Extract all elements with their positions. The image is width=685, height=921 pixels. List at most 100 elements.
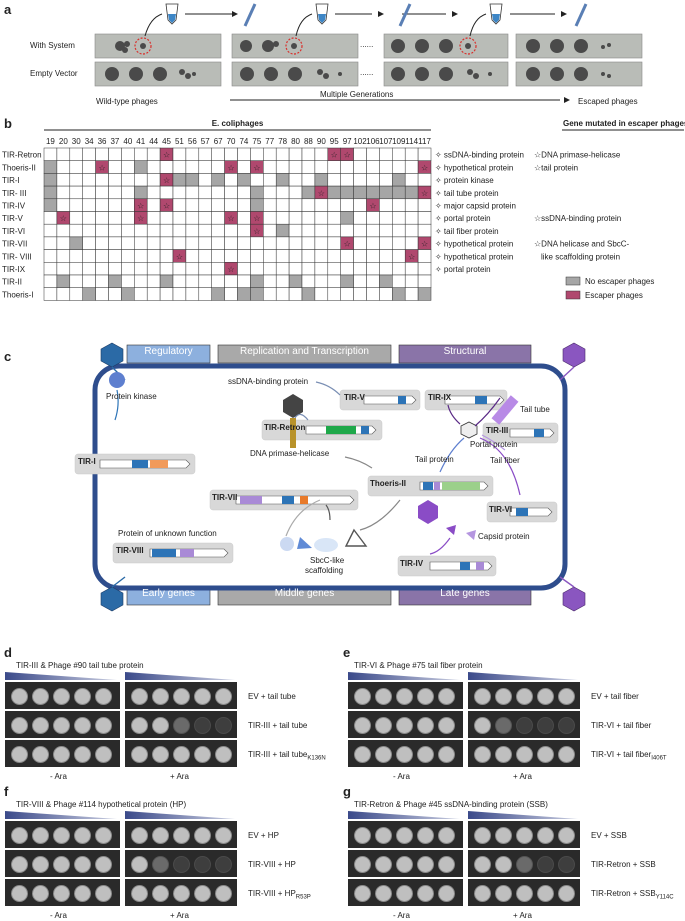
phage-number: 77: [265, 137, 274, 146]
plaque-spot: [516, 688, 533, 705]
plaque-spot: [495, 885, 512, 902]
row-label: TIR-VIII + HP: [248, 860, 296, 869]
grid-cell: [211, 185, 225, 200]
phage-number: 30: [72, 137, 81, 146]
grid-cell: [392, 173, 406, 187]
grid-cell: [353, 249, 367, 263]
grid-cell: [379, 198, 393, 212]
plaque-spot: [396, 688, 413, 705]
grid-cell: [134, 249, 148, 263]
plaque-spot: [194, 717, 211, 734]
grid-cell: [392, 198, 406, 212]
gene-mutated-2: ☆DNA helicase and SbcC-: [534, 240, 630, 249]
grid-cell: [379, 211, 393, 225]
grid-cell: [172, 173, 187, 187]
grid-cell: [353, 198, 367, 212]
grid-cell: [95, 147, 109, 161]
plaque-spot: [74, 717, 91, 734]
grid-cell: [95, 287, 109, 301]
plaque-spot: [95, 717, 112, 734]
grid-cell: [288, 262, 303, 276]
plaque-spot: [354, 827, 371, 844]
row-label: TIR-III + tail tubeK136N: [248, 750, 326, 762]
grid-cell: [379, 223, 393, 238]
grid-cell: [301, 160, 316, 174]
mutation-subscript: R53P: [295, 894, 311, 901]
grid-cell: [404, 198, 419, 212]
system-label: TIR-VII: [2, 240, 27, 249]
grid-cell: [301, 198, 316, 212]
plaque-spot: [417, 746, 434, 763]
plate: [468, 711, 580, 738]
dilution-wedge: [348, 672, 460, 680]
plate: [468, 850, 580, 877]
plaque-spot: [537, 856, 554, 873]
grid-cell: [404, 236, 419, 250]
grid-cell: [237, 198, 251, 212]
plate: [348, 850, 463, 877]
grid-cell: [121, 262, 135, 276]
lifecycle-diagram: [74, 342, 586, 612]
grid-cell: [224, 249, 238, 263]
grid-cell: [224, 274, 238, 288]
plaque-spot: [474, 746, 491, 763]
plaque-spot: [53, 688, 70, 705]
grid-cell: [288, 274, 303, 288]
grid-cell: [314, 223, 329, 238]
star-icon: ☆: [344, 240, 351, 249]
plaque-spot: [95, 885, 112, 902]
grid-cell: [404, 160, 419, 174]
grid-cell: [43, 287, 58, 301]
plaque-spot: [152, 827, 169, 844]
grid-cell: [95, 173, 109, 187]
grid-cell: [301, 173, 316, 187]
grid-cell: [250, 147, 264, 161]
grid-cell: [198, 274, 212, 288]
grid-cell: [224, 173, 238, 187]
plaque-spot: [152, 885, 169, 902]
grid-cell: [237, 211, 251, 225]
plaque-spot: [474, 717, 491, 734]
system-label: TIR-V: [2, 214, 24, 223]
legend-label: Escaper phages: [585, 291, 643, 300]
gene-mutated-2: ☆tail protein: [534, 163, 578, 172]
grid-cell: [198, 160, 212, 174]
grid-cell: [275, 173, 290, 187]
gene-header: Gene mutated in escaper phages: [563, 119, 685, 128]
grid-cell: [56, 236, 71, 250]
grid-cell: [198, 236, 212, 250]
gene-mutated-2: ☆ssDNA-binding protein: [534, 214, 621, 223]
plaque-spot: [74, 746, 91, 763]
grid-cell: [237, 262, 251, 276]
grid-cell: [198, 198, 212, 212]
panel-a-figure: [94, 3, 643, 103]
plaque-spot: [396, 746, 413, 763]
star-icon: ☆: [253, 163, 260, 172]
plaque-spot: [558, 856, 575, 873]
plaque-spot: [215, 717, 232, 734]
plus-ara: + Ara: [513, 772, 532, 781]
grid-cell: [159, 236, 174, 250]
phage-number: 95: [330, 137, 339, 146]
plaque-spot: [53, 717, 70, 734]
plaque-spot: [74, 885, 91, 902]
grid-cell: [224, 185, 238, 200]
grid-cell: [146, 287, 161, 301]
plaque-spot: [438, 856, 455, 873]
star-icon: ☆: [227, 214, 234, 223]
grid-cell: [237, 160, 251, 174]
grid-cell: [275, 287, 290, 301]
header-structural: Structural: [443, 346, 487, 357]
grid-cell: [340, 160, 354, 174]
grid-cell: [263, 223, 277, 238]
grid-cell: [417, 287, 432, 301]
plaque-spot: [516, 856, 533, 873]
lbl-portal: Portal protein: [470, 440, 518, 449]
grid-cell: [134, 236, 148, 250]
grid-cell: [417, 223, 432, 238]
plaque-spot: [53, 746, 70, 763]
grid-cell: [263, 147, 277, 161]
plaque-spot: [438, 717, 455, 734]
star-icon: ☆: [163, 151, 170, 160]
grid-cell: [314, 287, 329, 301]
